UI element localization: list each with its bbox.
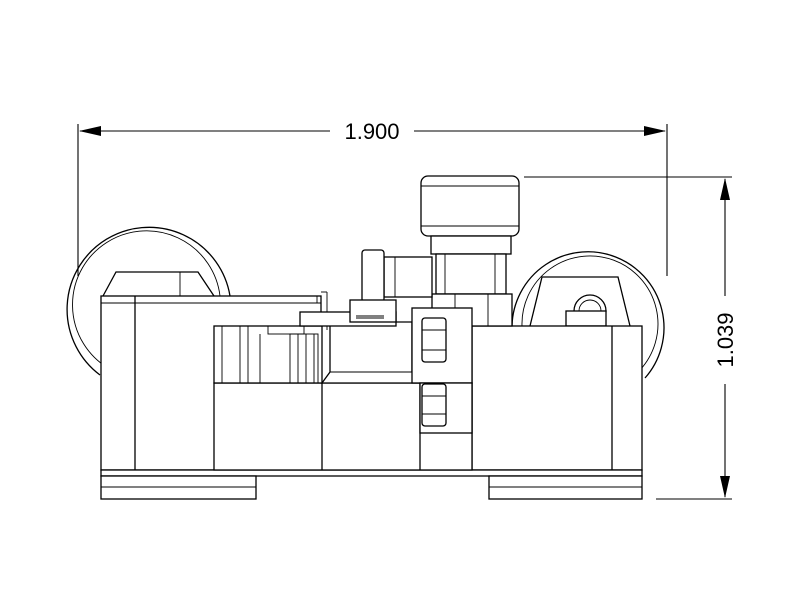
lever-clamp [299, 249, 433, 327]
right-wheel [511, 251, 665, 379]
height-dimension: 1.039 [524, 176, 738, 500]
height-dimension-label: 1.039 [713, 312, 738, 367]
knob [420, 175, 520, 237]
adjuster-assembly [411, 175, 520, 434]
width-dimension: 1.900 [77, 119, 668, 276]
bolt-head-upper [421, 317, 447, 363]
right-foot [488, 475, 643, 500]
width-arrow-right [644, 126, 666, 136]
width-arrow-left [79, 126, 101, 136]
left-wheel [66, 226, 231, 376]
height-arrow-top [720, 178, 730, 200]
main-body [100, 291, 643, 477]
left-foot [100, 475, 257, 500]
width-dimension-label: 1.900 [344, 119, 399, 144]
height-arrow-bottom [720, 476, 730, 498]
feet [100, 475, 643, 500]
bolt-head-lower [421, 383, 447, 427]
